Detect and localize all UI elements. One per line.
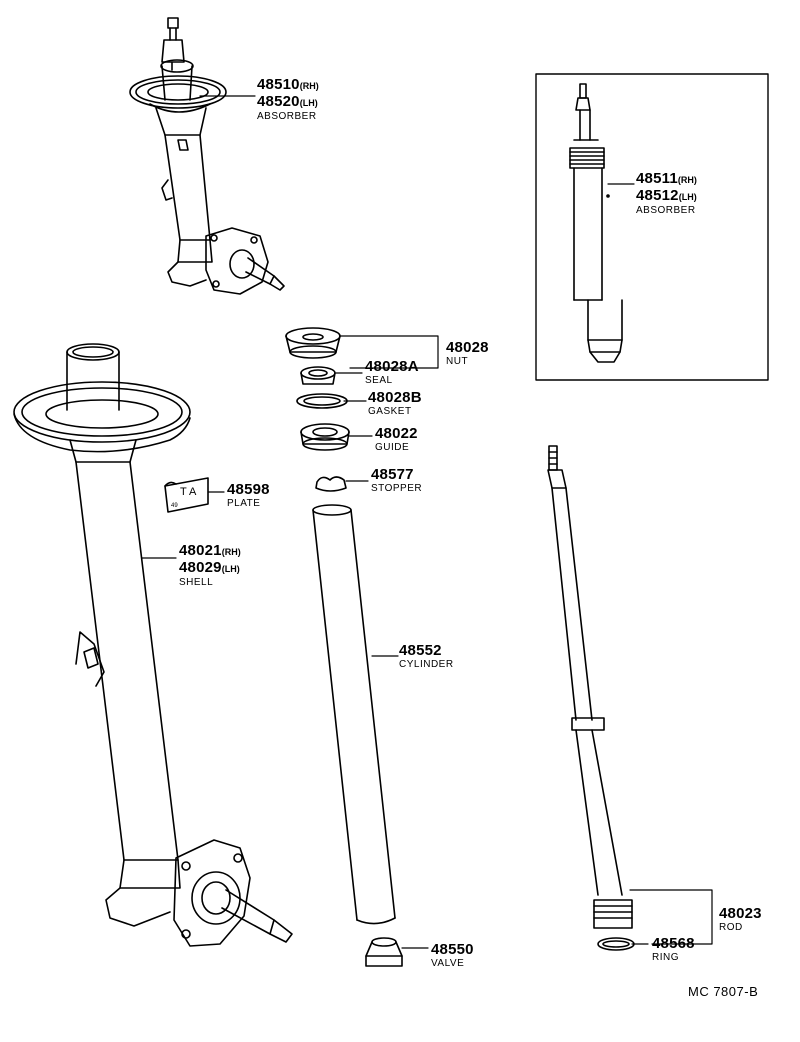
shell-rh-side: (RH) bbox=[221, 547, 241, 557]
rod-name: ROD bbox=[719, 922, 743, 933]
diagram-reference: MC 7807-B bbox=[688, 984, 759, 999]
cylinder-drawing bbox=[312, 504, 396, 925]
absorber-lh-part-number: 48520 bbox=[257, 93, 300, 110]
absorber-inset-lh-side: (LH) bbox=[678, 192, 697, 202]
absorber-assembly-name: ABSORBER bbox=[257, 111, 317, 122]
shell-lh-part-number: 48029 bbox=[179, 559, 222, 576]
gasket-label: 48028B GASKET bbox=[368, 390, 422, 417]
guide-drawing bbox=[300, 423, 350, 451]
stopper-drawing bbox=[315, 476, 347, 492]
plate-part-number: 48598 bbox=[227, 481, 270, 498]
stopper-part-number: 48577 bbox=[371, 466, 414, 483]
valve-name: VALVE bbox=[431, 958, 465, 969]
gasket-name: GASKET bbox=[368, 406, 412, 417]
absorber-inset-rh-side: (RH) bbox=[677, 175, 697, 185]
valve-label: 48550 VALVE bbox=[431, 942, 474, 969]
absorber-inset-lh-part-number: 48512 bbox=[636, 187, 679, 204]
plate-label: 48598 PLATE bbox=[227, 482, 270, 509]
absorber-assembly-label: 48510(RH) 48520(LH) ABSORBER bbox=[257, 77, 319, 122]
absorber-inset-drawing bbox=[569, 83, 623, 363]
seal-name: SEAL bbox=[365, 375, 393, 386]
shell-lh-side: (LH) bbox=[221, 564, 240, 574]
nut-name: NUT bbox=[446, 356, 469, 367]
cylinder-name: CYLINDER bbox=[399, 659, 454, 670]
guide-label: 48022 GUIDE bbox=[375, 426, 418, 453]
leader-lines bbox=[141, 95, 713, 949]
plate-small-mark: 49 bbox=[171, 503, 178, 509]
shell-drawing bbox=[13, 343, 293, 947]
absorber-inset-frame bbox=[535, 73, 769, 381]
stopper-label: 48577 STOPPER bbox=[371, 467, 422, 494]
absorber-rh-side: (RH) bbox=[299, 81, 319, 91]
guide-name: GUIDE bbox=[375, 442, 410, 453]
ring-part-number: 48568 bbox=[652, 935, 695, 952]
absorber-inset-label: 48511(RH) 48512(LH) ABSORBER bbox=[636, 171, 697, 216]
seal-part-number: 48028A bbox=[365, 358, 419, 375]
absorber-assembly-drawing bbox=[129, 17, 285, 295]
nut-part-number: 48028 bbox=[446, 339, 489, 356]
cylinder-part-number: 48552 bbox=[399, 642, 442, 659]
valve-drawing bbox=[365, 937, 403, 967]
rod-label: 48023 ROD bbox=[719, 906, 762, 933]
ring-label: 48568 RING bbox=[652, 936, 695, 963]
absorber-lh-side: (LH) bbox=[299, 98, 318, 108]
guide-part-number: 48022 bbox=[375, 425, 418, 442]
plate-marking: T A bbox=[180, 486, 197, 498]
ring-name: RING bbox=[652, 952, 679, 963]
nut-drawing bbox=[285, 327, 341, 359]
absorber-rh-part-number: 48510 bbox=[257, 76, 300, 93]
valve-part-number: 48550 bbox=[431, 941, 474, 958]
cylinder-label: 48552 CYLINDER bbox=[399, 643, 454, 670]
absorber-inset-name: ABSORBER bbox=[636, 205, 696, 216]
seal-label: 48028A SEAL bbox=[365, 359, 419, 386]
gasket-drawing bbox=[296, 393, 348, 409]
rod-drawing bbox=[547, 445, 635, 951]
seal-drawing bbox=[300, 366, 336, 385]
nut-label: 48028 NUT bbox=[446, 340, 489, 367]
shell-rh-part-number: 48021 bbox=[179, 542, 222, 559]
absorber-inset-rh-part-number: 48511 bbox=[636, 170, 678, 187]
rod-part-number: 48023 bbox=[719, 905, 762, 922]
shell-label: 48021(RH) 48029(LH) SHELL bbox=[179, 543, 241, 588]
plate-name: PLATE bbox=[227, 498, 261, 509]
stopper-name: STOPPER bbox=[371, 483, 423, 494]
plate-drawing bbox=[164, 477, 209, 513]
gasket-part-number: 48028B bbox=[368, 389, 422, 406]
shell-name: SHELL bbox=[179, 577, 214, 588]
